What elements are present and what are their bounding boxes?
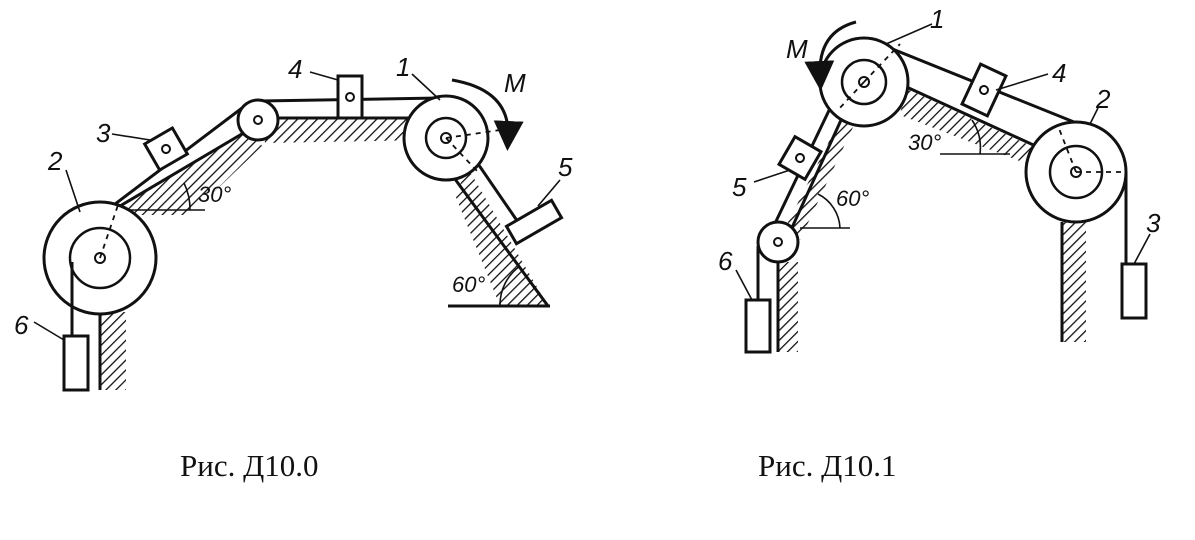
- ground-hatch-post: [100, 312, 126, 390]
- leader-1: [885, 23, 933, 45]
- angle-arc-30: [183, 182, 191, 211]
- leader-5: [753, 169, 791, 183]
- wheel-2: [42, 200, 158, 316]
- leader-4: [309, 71, 339, 81]
- block-3: [142, 125, 190, 173]
- right-incline-surface: [450, 174, 550, 307]
- wheel-2: [1024, 120, 1128, 224]
- leader-5: [537, 179, 561, 207]
- belt-right-incline: [472, 157, 522, 226]
- pulley-corner: [236, 98, 280, 142]
- angle-arc-30: [971, 119, 982, 155]
- leader-3: [1133, 233, 1151, 265]
- block-5: [776, 134, 824, 182]
- ground-hatch-left-incline: [120, 128, 262, 215]
- label-weight-6: 6: [718, 246, 733, 276]
- ground-hatch-post-left: [778, 262, 798, 352]
- angle-label-60: 60°: [452, 272, 485, 297]
- label-wheel-2: 2: [1095, 84, 1111, 114]
- caption-d10-0: Рис. Д10.0: [180, 448, 319, 483]
- angle-label-30: 30°: [908, 130, 941, 155]
- angle-label-60: 60°: [836, 186, 869, 211]
- block-5: [504, 198, 564, 246]
- leader-6: [33, 321, 65, 341]
- label-moment: M: [786, 34, 808, 64]
- block-4: [960, 62, 1008, 118]
- figure-d10-1: 1 M 4 2 3 5 6 60° 30° Рис. Д10.1: [718, 4, 1161, 483]
- leader-1: [411, 73, 441, 101]
- moment-arrow: [804, 20, 857, 91]
- angle-arc-60: [817, 193, 841, 229]
- leader-4: [995, 73, 1049, 91]
- label-pulley-1: 1: [396, 52, 410, 82]
- label-block-5: 5: [558, 152, 573, 182]
- caption-d10-1: Рис. Д10.1: [758, 448, 897, 483]
- pulley-1: [818, 36, 910, 128]
- ground-hatch-right-incline: [900, 88, 1040, 165]
- label-moment: M: [504, 68, 526, 98]
- label-block-4: 4: [288, 54, 302, 84]
- ground-hatch-top: [262, 118, 428, 143]
- pulley-lower-left: [756, 220, 800, 264]
- label-wheel-2: 2: [47, 146, 63, 176]
- label-block-4: 4: [1052, 58, 1066, 88]
- leader-2: [1089, 107, 1099, 125]
- weight-6: [744, 298, 772, 354]
- leader-3: [111, 133, 151, 141]
- label-block-3: 3: [96, 118, 111, 148]
- label-block-5: 5: [732, 172, 747, 202]
- ground-hatch-post-right: [1062, 222, 1086, 342]
- right-incline-surface: [899, 82, 1041, 150]
- angle-arc-60: [499, 265, 521, 307]
- left-incline-surface: [119, 126, 253, 208]
- angle-label-30: 30°: [198, 182, 231, 207]
- leader-6: [735, 269, 753, 301]
- block-4: [336, 74, 364, 120]
- figure-d10-0: 3 4 1 M 5 2 6 30° 60° Рис. Д10.0: [14, 52, 573, 483]
- weight-6: [62, 334, 90, 392]
- label-weight-6: 6: [14, 310, 29, 340]
- pulley-1: [402, 94, 501, 182]
- leader-2: [65, 169, 81, 213]
- label-pulley-1: 1: [930, 4, 944, 34]
- moment-arrow: [451, 78, 524, 151]
- label-weight-3: 3: [1146, 208, 1161, 238]
- ground-hatch-right-incline: [455, 168, 548, 306]
- weight-3: [1120, 262, 1148, 320]
